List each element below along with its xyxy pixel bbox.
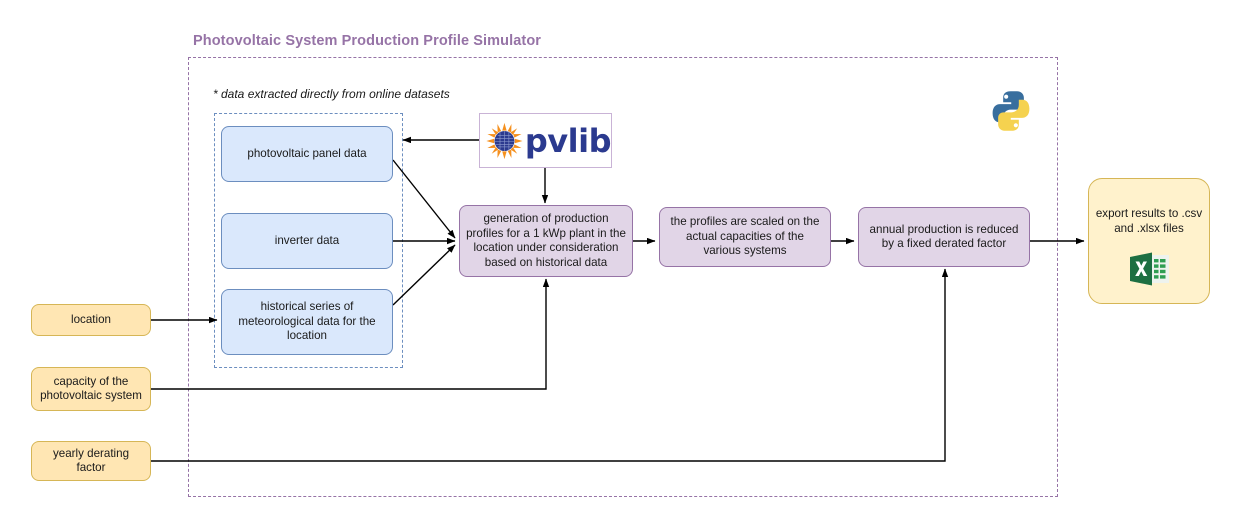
process-box-derating[interactable]: annual production is reduced by a fixed … [858, 207, 1030, 267]
data-box-meteorological[interactable]: historical series of meteorological data… [221, 289, 393, 355]
process-box-label: annual production is reduced by a fixed … [869, 222, 1019, 251]
output-box-export[interactable]: export results to .csv and .xlsx files [1088, 178, 1210, 304]
process-box-scaling[interactable]: the profiles are scaled on the actual ca… [659, 207, 831, 267]
process-box-generation[interactable]: generation of production profiles for a … [459, 205, 633, 277]
excel-icon [1130, 252, 1169, 286]
data-box-photovoltaic-panel[interactable]: photovoltaic panel data [221, 126, 393, 182]
input-box-label: location [71, 312, 111, 326]
process-box-label: the profiles are scaled on the actual ca… [670, 215, 820, 258]
input-box-derating-factor[interactable]: yearly derating factor [31, 441, 151, 481]
process-box-label: generation of production profiles for a … [466, 212, 626, 269]
input-box-label: capacity of the photovoltaic system [40, 374, 142, 403]
page-title: Photovoltaic System Production Profile S… [193, 33, 542, 49]
python-logo-icon [992, 91, 1030, 131]
data-box-label: photovoltaic panel data [247, 146, 367, 160]
output-box-label: export results to .csv and .xlsx files [1095, 207, 1203, 235]
input-box-location[interactable]: location [31, 304, 151, 336]
pvlib-logo-card: pvlib [479, 113, 612, 168]
sun-panel-icon [486, 122, 523, 159]
datasets-note: * data extracted directly from online da… [213, 87, 450, 101]
data-box-label: inverter data [274, 233, 340, 247]
pvlib-wordmark: pvlib [524, 121, 612, 160]
data-box-label: historical series of meteorological data… [238, 300, 376, 343]
input-box-label: yearly derating factor [52, 446, 130, 475]
data-box-inverter[interactable]: inverter data [221, 213, 393, 269]
input-box-capacity[interactable]: capacity of the photovoltaic system [31, 367, 151, 411]
